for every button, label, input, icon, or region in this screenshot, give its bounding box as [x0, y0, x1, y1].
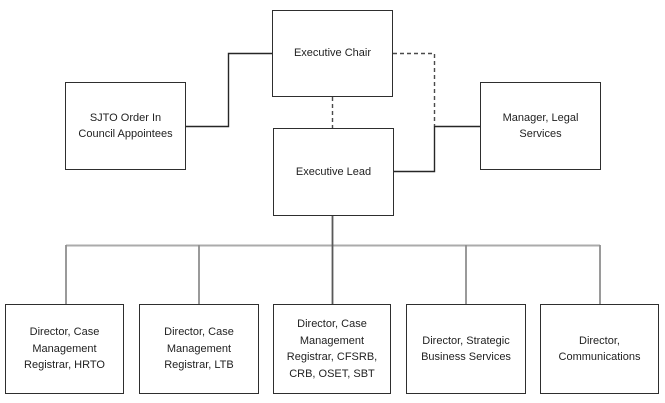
node-label: Manager, Legal Services	[502, 111, 579, 141]
node-executive-chair: Executive Chair	[272, 10, 393, 97]
node-executive-lead: Executive Lead	[273, 128, 394, 216]
edge-executive-chair-dashed-right	[393, 52, 436, 126]
node-manager-legal-services: Manager, Legal Services	[480, 82, 601, 170]
edge-sjto-to-executive-chair	[186, 52, 272, 128]
node-label: SJTO Order In Council Appointees	[78, 111, 173, 141]
node-sjto-order-in-council-appointees: SJTO Order In Council Appointees	[65, 82, 186, 170]
node-director-cm-registrar-ltb: Director, Case Management Registrar, LTB	[139, 304, 259, 394]
node-director-strategic-business-services: Director, Strategic Business Services	[406, 304, 526, 394]
node-label: Executive Chair	[293, 47, 372, 60]
node-label: Director, Case Management Registrar, HRT…	[24, 326, 105, 372]
node-director-cm-registrar-hrto: Director, Case Management Registrar, HRT…	[5, 304, 124, 394]
node-label: Director, Communications	[558, 334, 641, 364]
node-label: Executive Lead	[295, 165, 372, 178]
node-label: Director, Strategic Business Services	[421, 334, 511, 364]
node-label: Director, Case Management Registrar, CFS…	[286, 318, 378, 380]
node-director-communications: Director, Communications	[540, 304, 659, 394]
node-director-cm-registrar-cfsrb-crb-oset-sbt: Director, Case Management Registrar, CFS…	[273, 304, 391, 394]
edge-executive-lead-to-manager-legal	[394, 125, 480, 173]
node-label: Director, Case Management Registrar, LTB	[164, 326, 234, 372]
